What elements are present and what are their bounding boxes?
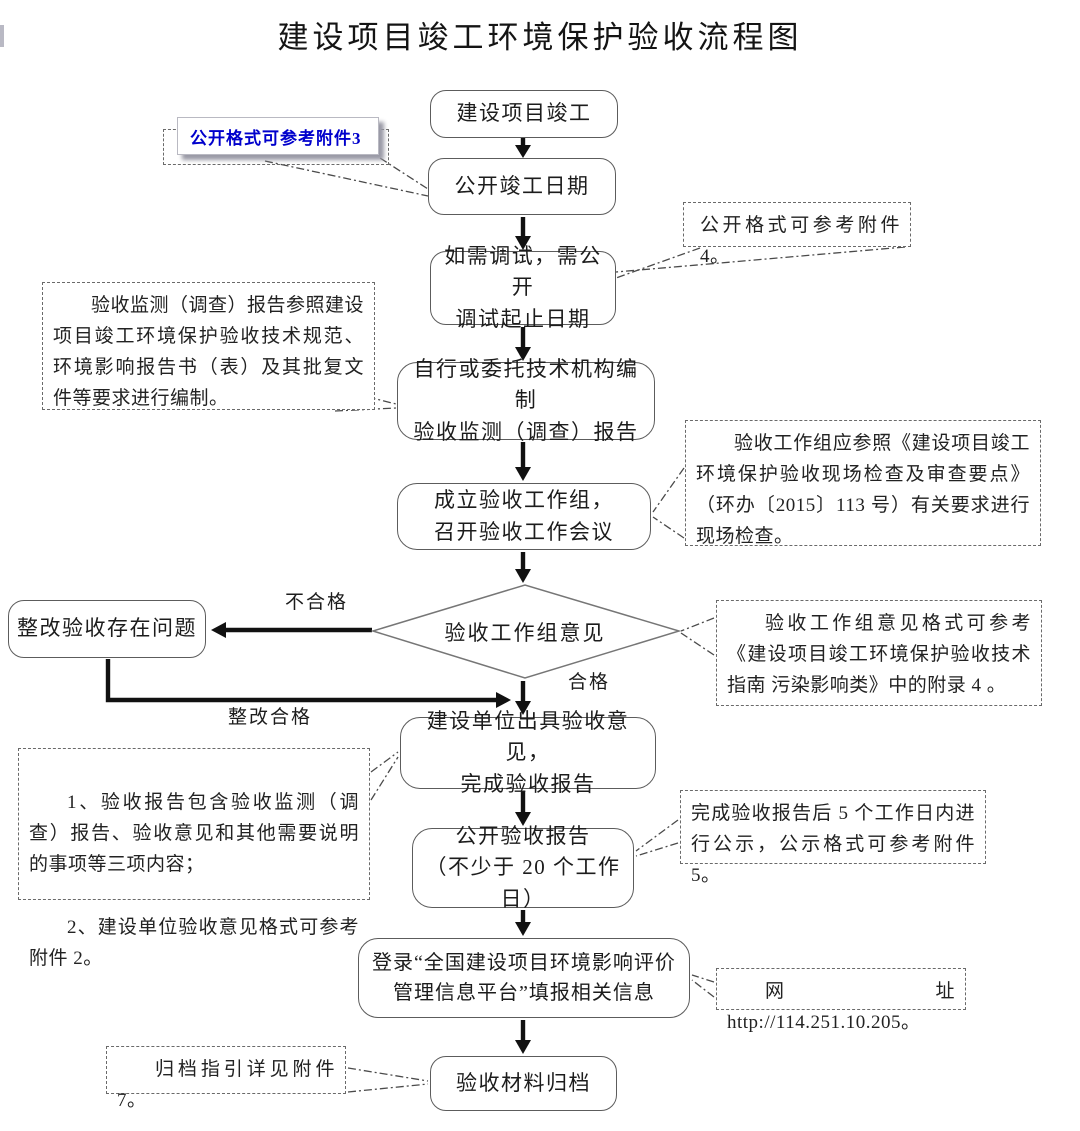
edge-label-pass: 合格 (568, 672, 611, 693)
note-platform-url: 网址 http://114.251.10.205。 (716, 968, 966, 1033)
callout-leader-lines (264, 157, 906, 1093)
node-decision-label: 验收工作组意见 (444, 621, 606, 645)
note-report-item-1: 1、验收报告包含验收监测（调查）报告、验收意见和其他需要说明的事项等三项内容； (29, 792, 359, 876)
node-workgroup: 成立验收工作组， 召开验收工作会议 (397, 483, 651, 550)
edge-label-rectify-pass: 整改合格 (228, 707, 313, 728)
note-monitor-report: 验收监测（调查）报告参照建设项目竣工环境保护验收技术规范、环境影响报告书（表）及… (42, 282, 375, 410)
node-platform-filing: 登录“全国建设项目环境影响评价 管理信息平台”填报相关信息 (358, 938, 690, 1018)
note-opinion-format: 验收工作组意见格式可参考《建设项目竣工环境保护验收技术指南 污染影响类》中的附录… (716, 600, 1042, 706)
note-site-inspection: 验收工作组应参照《建设项目竣工环境保护验收现场检查及审查要点》（环办〔2015〕… (685, 420, 1041, 547)
edge-label-fail: 不合格 (285, 592, 349, 613)
note-report-contents: 1、验收报告包含验收监测（调查）报告、验收意见和其他需要说明的事项等三项内容； … (18, 748, 370, 969)
note-annex4: 公开格式可参考附件 4。 (683, 202, 911, 267)
annex3-callout: 公开格式可参考附件3 (177, 117, 379, 155)
note-report-item-2: 2、建设单位验收意见格式可参考附件 2。 (29, 916, 359, 969)
node-compile-report: 自行或委托技术机构编制 验收监测（调查）报告 (397, 357, 655, 444)
node-rectify-problems: 整改验收存在问题 (8, 600, 206, 658)
node-project-completion: 建设项目竣工 (430, 90, 618, 138)
scan-artifact (0, 25, 4, 47)
note-publicity: 完成验收报告后 5 个工作日内进行公示，公示格式可参考附件 5。 (680, 790, 986, 886)
note-archive-guide: 归档指引详见附件 7。 (106, 1046, 346, 1111)
page-title: 建设项目竣工环境保护验收流程图 (277, 20, 803, 55)
node-acceptance-opinion: 建设单位出具验收意见， 完成验收报告 (400, 709, 656, 796)
node-archive-materials: 验收材料归档 (430, 1056, 617, 1111)
decision-diamond (370, 584, 682, 679)
node-open-completion-date: 公开竣工日期 (428, 158, 616, 215)
node-debug-dates: 如需调试，需公开 调试起止日期 (430, 244, 616, 331)
flow-arrows (105, 138, 531, 1054)
node-publish-report: 公开验收报告 （不少于 20 个工作日） (412, 824, 634, 911)
